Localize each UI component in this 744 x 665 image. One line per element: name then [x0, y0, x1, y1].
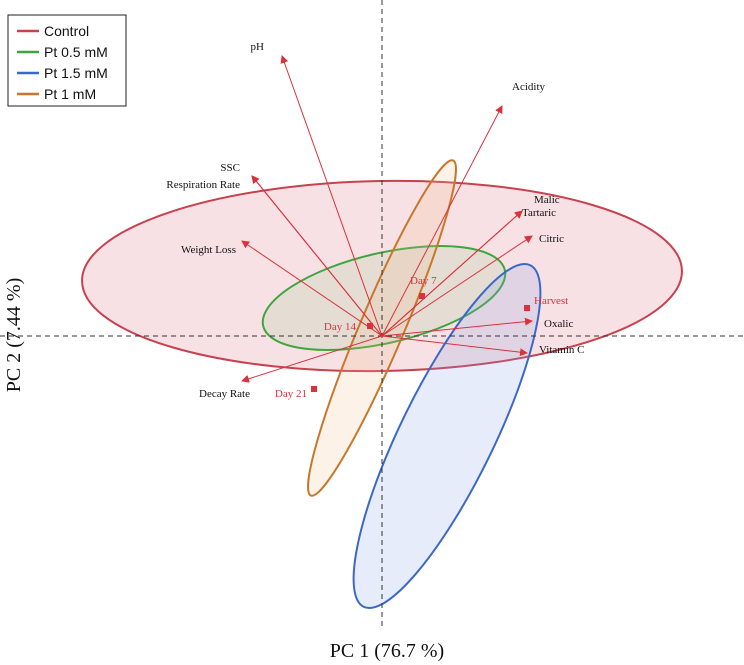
- loading-vector-decay-rate: [241, 335, 383, 383]
- legend-item-pt-0-5: Pt 0.5 mM: [17, 44, 108, 60]
- loading-label-ph: pH: [251, 41, 265, 53]
- reference-lines: [0, 0, 744, 630]
- score-label-day-21: Day 21: [275, 388, 307, 400]
- loading-vector-tartaric: [381, 210, 523, 337]
- x-axis-label: PC 1 (76.7 %): [330, 640, 444, 662]
- loading-label-respiration-rate: Respiration Rate: [166, 179, 240, 191]
- loading-vector-vitamin-c: [381, 335, 528, 357]
- ellipse-pt-1-5-mm: [352, 262, 542, 610]
- legend-label: Pt 1 mM: [44, 86, 96, 102]
- loading-vector-oxalic: [381, 317, 533, 337]
- score-label-day-7: Day 7: [410, 275, 437, 287]
- legend-label: Pt 1.5 mM: [44, 65, 108, 81]
- score-points: Harvest Day 7 Day 14 Day 21: [275, 275, 568, 400]
- score-label-harvest: Harvest: [534, 295, 568, 307]
- loading-label-ssc: SSC: [220, 162, 240, 174]
- legend: Control Pt 0.5 mM Pt 1.5 mM Pt 1 mM: [7, 14, 127, 107]
- legend-item-control: Control: [17, 23, 89, 39]
- legend-item-pt-1: Pt 1 mM: [17, 86, 96, 102]
- loading-label-weight-loss: Weight Loss: [181, 244, 236, 256]
- ellipse-pt-0-5-mm: [261, 245, 507, 351]
- y-axis-label: PC 2 (7.44 %): [3, 278, 25, 392]
- loading-label-tartaric: Tartaric: [522, 207, 556, 219]
- score-point-day-14: [367, 323, 373, 329]
- loading-vector-citric: [381, 235, 533, 337]
- loading-label-vitamin-c: Vitamin C: [539, 344, 584, 356]
- loading-vector-ph: [280, 55, 383, 337]
- legend-label: Pt 0.5 mM: [44, 44, 108, 60]
- loading-label-malic: Malic: [534, 194, 560, 206]
- legend-label: Control: [44, 23, 89, 39]
- loading-vector-acidity: [381, 105, 503, 337]
- loading-vector-weight-loss: [241, 240, 383, 337]
- score-point-day-21: [311, 386, 317, 392]
- score-label-day-14: Day 14: [324, 321, 357, 333]
- score-point-day-7: [419, 293, 425, 299]
- score-point-harvest: [524, 305, 530, 311]
- loading-label-citric: Citric: [539, 233, 564, 245]
- legend-item-pt-1-5: Pt 1.5 mM: [17, 65, 108, 81]
- loading-label-acidity: Acidity: [512, 81, 545, 93]
- loading-label-oxalic: Oxalic: [544, 318, 573, 330]
- loading-label-decay-rate: Decay Rate: [199, 388, 250, 400]
- loading-vector-respiration-rate: [251, 175, 383, 337]
